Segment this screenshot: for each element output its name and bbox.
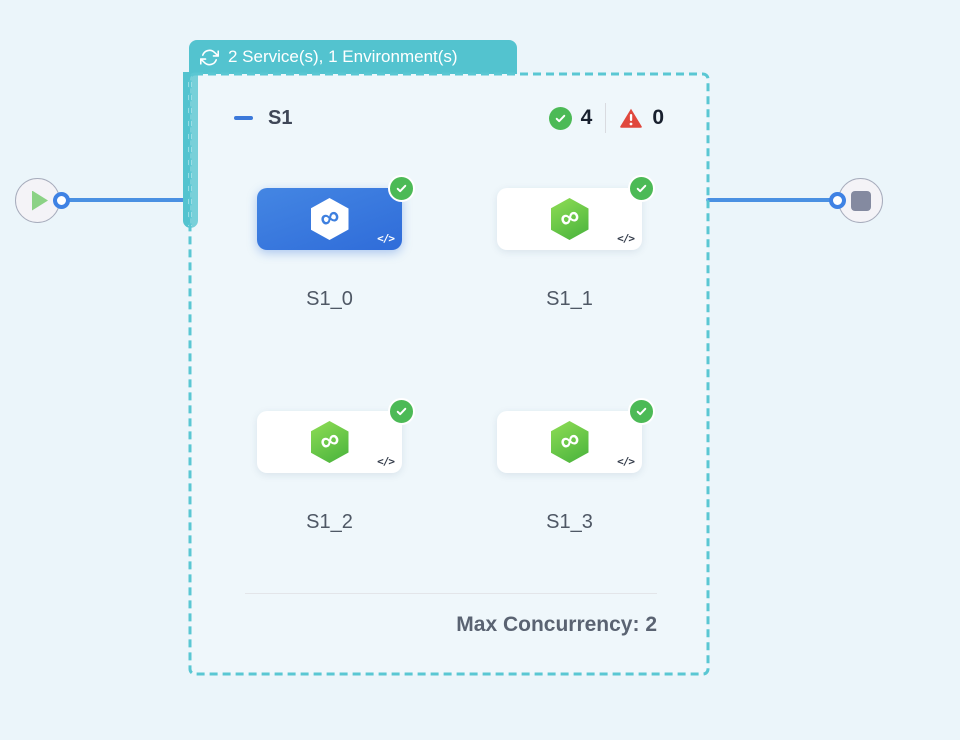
- collapse-icon[interactable]: [234, 116, 253, 120]
- edge-start-to-group: [60, 198, 190, 202]
- code-icon: </>: [617, 455, 635, 468]
- service-S1_0: ∞ </> S1_0: [257, 175, 415, 311]
- success-count: 4: [580, 106, 593, 129]
- service-hexagon-icon: ∞: [550, 421, 589, 463]
- group-tab-label: 2 Service(s), 1 Environment(s): [228, 47, 458, 66]
- play-icon: [32, 190, 48, 211]
- service-hexagon-icon: ∞: [310, 198, 349, 240]
- service-card[interactable]: ∞ </>: [497, 398, 655, 473]
- count-divider: [605, 103, 607, 133]
- service-group: S1 4 0: [190, 74, 708, 674]
- start-node[interactable]: [15, 178, 60, 223]
- code-icon: </>: [377, 455, 395, 468]
- stop-icon: [850, 190, 871, 211]
- max-concurrency-label: Max Concurrency: 2: [456, 613, 657, 636]
- service-S1_2: ∞ </> S1_2: [257, 398, 415, 534]
- service-label: S1_2: [306, 511, 353, 533]
- end-connection-port[interactable]: [829, 192, 846, 209]
- service-label: S1_1: [546, 288, 593, 310]
- code-icon: </>: [377, 232, 395, 245]
- group-header: S1 4 0: [234, 100, 664, 136]
- infinity-icon: ∞: [555, 422, 584, 458]
- service-label: S1_0: [306, 288, 353, 310]
- error-count: 0: [652, 106, 664, 129]
- sync-icon: [200, 48, 219, 67]
- service-hexagon-icon: ∞: [550, 198, 589, 240]
- service-card[interactable]: ∞ </>: [257, 398, 415, 473]
- error-count-icon: [619, 107, 643, 129]
- infinity-icon: ∞: [315, 422, 344, 458]
- status-success-icon: [628, 398, 655, 425]
- edge-group-to-end: [706, 198, 838, 202]
- service-hexagon-icon: ∞: [310, 421, 349, 463]
- group-tab[interactable]: 2 Service(s), 1 Environment(s): [189, 40, 517, 74]
- service-S1_1: ∞ </> S1_1: [497, 175, 655, 311]
- footer-divider: [245, 593, 657, 594]
- service-card[interactable]: ∞ </>: [257, 175, 415, 250]
- infinity-icon: ∞: [315, 199, 344, 235]
- code-icon: </>: [617, 232, 635, 245]
- service-label: S1_3: [546, 511, 593, 533]
- status-success-icon: [388, 398, 415, 425]
- infinity-icon: ∞: [555, 199, 584, 235]
- success-count-icon: [548, 106, 572, 130]
- group-title: S1: [268, 106, 293, 129]
- status-success-icon: [388, 175, 415, 202]
- service-S1_3: ∞ </> S1_3: [497, 398, 655, 534]
- service-card[interactable]: ∞ </>: [497, 175, 655, 250]
- start-connection-port[interactable]: [53, 192, 70, 209]
- status-success-icon: [628, 175, 655, 202]
